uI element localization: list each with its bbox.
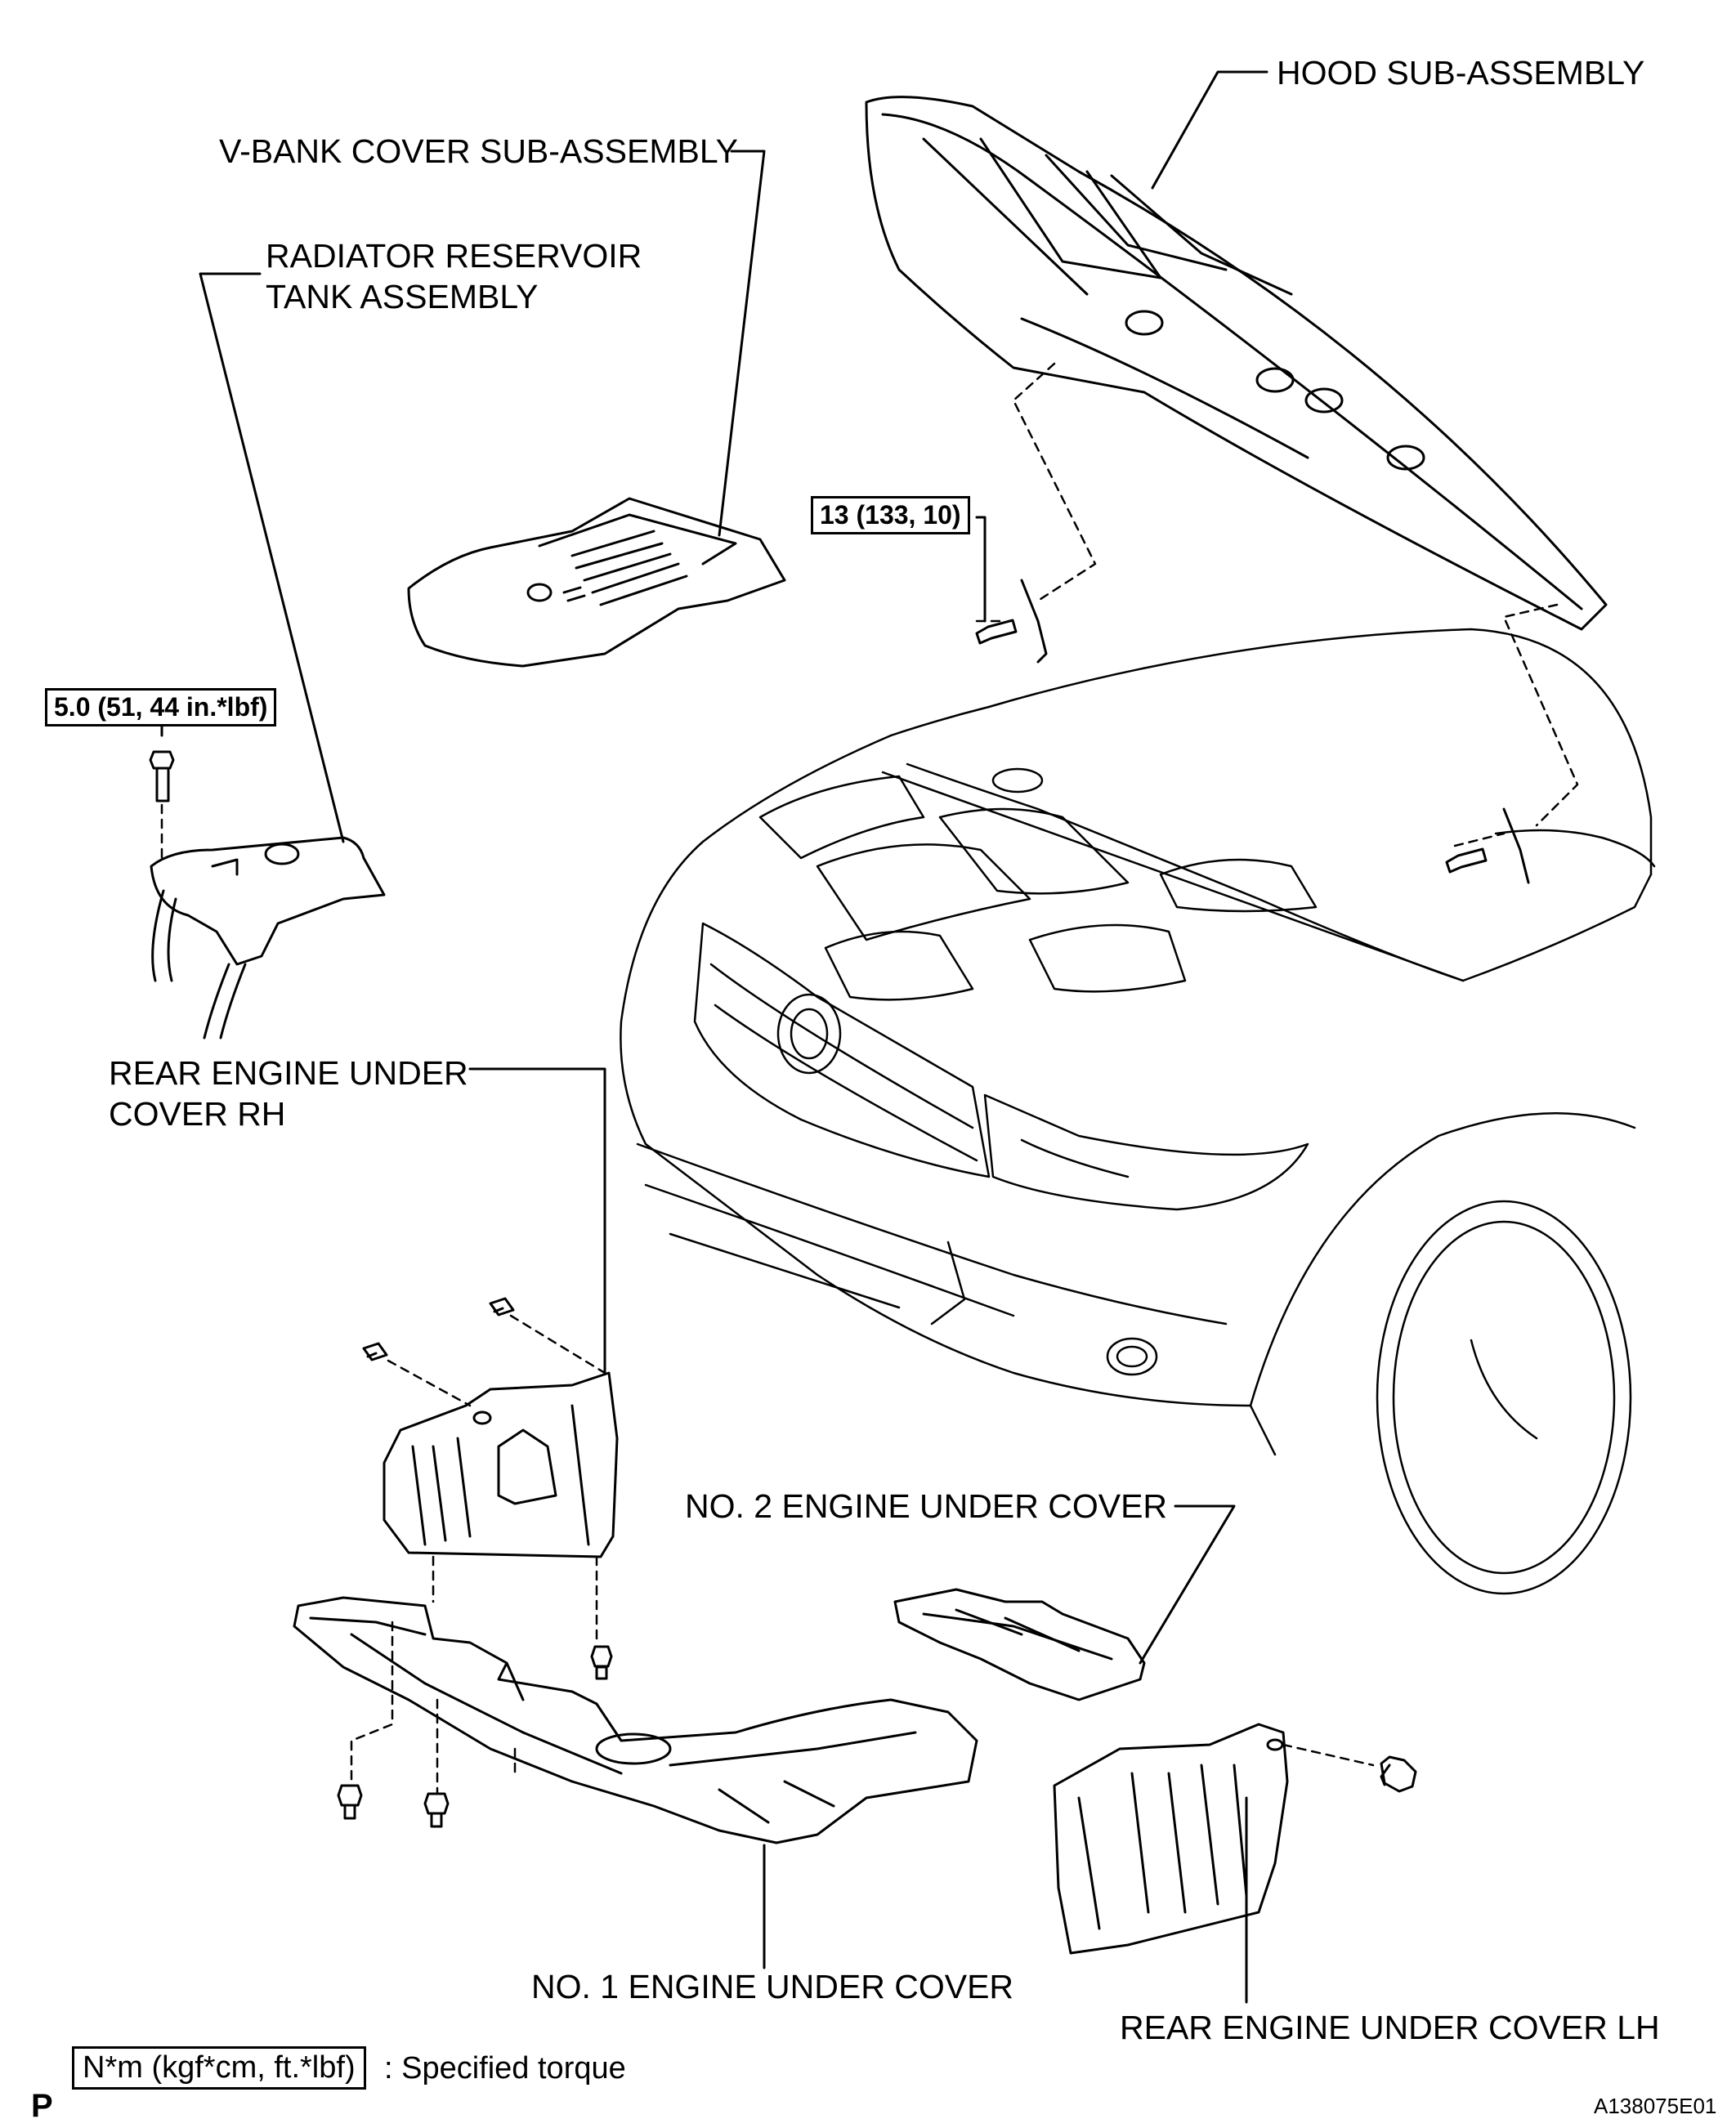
no1-dashed: [350, 1621, 517, 1795]
rear-lh-cover-drawing: [1053, 1723, 1289, 1955]
label-rear-engine-under-cover-lh: REAR ENGINE UNDER COVER LH: [1120, 2009, 1660, 2046]
vehicle-body: [620, 628, 1656, 1595]
torque-hood-bolt: 13 (133, 10): [811, 496, 970, 534]
label-radiator-reservoir-line2: TANK ASSEMBLY: [266, 278, 539, 315]
label-no1-engine-under-cover: NO. 1 ENGINE UNDER COVER: [531, 1968, 1014, 2005]
leader-radiator: [199, 272, 345, 843]
no1-bolts: [337, 1784, 450, 1828]
label-no2-engine-under-cover: NO. 2 ENGINE UNDER COVER: [685, 1487, 1168, 1525]
leader-rear-rh: [468, 1067, 606, 1375]
hood-bolt-2: [1445, 807, 1530, 884]
legend-torque-units: N*m (kgf*cm, ft.*lbf): [72, 2046, 366, 2090]
label-rear-engine-under-cover-rh-line1: REAR ENGINE UNDER: [109, 1054, 468, 1092]
label-vbank-cover: V-BANK COVER SUB-ASSEMBLY: [219, 132, 738, 170]
label-hood-sub-assembly: HOOD SUB-ASSEMBLY: [1277, 54, 1645, 92]
rear-lh-clip: [1380, 1755, 1417, 1793]
leader-vbank: [718, 150, 766, 537]
footer-figure-id: A138075E01: [1594, 2094, 1717, 2118]
vbank-cover-drawing: [407, 497, 786, 668]
rear-lh-dashed: [1282, 1743, 1375, 1767]
rear-rh-dashed: [387, 1314, 606, 1644]
label-radiator-reservoir-line1: RADIATOR RESERVOIR: [266, 237, 642, 275]
no2-cover-drawing: [893, 1588, 1146, 1701]
reservoir-tank-drawing: [150, 836, 386, 1039]
leader-hood: [1151, 70, 1268, 190]
label-rear-engine-under-cover-rh-line2: COVER RH: [109, 1095, 286, 1133]
torque-reservoir-bolt: 5.0 (51, 44 in.*lbf): [45, 688, 277, 726]
reservoir-bolt-drawing: [149, 750, 175, 802]
legend-specified-torque: : Specified torque: [384, 2051, 626, 2086]
hood-bolt-1: [975, 579, 1048, 664]
footer-left-mark: P: [31, 2088, 53, 2124]
rear-rh-lower-bolt: [590, 1645, 613, 1680]
leader-lines: [160, 70, 1268, 2004]
hood-drawing: [865, 96, 1608, 631]
leader-no2: [1139, 1504, 1236, 1665]
rear-rh-bolts: [362, 1297, 515, 1361]
leader-hood-bolt: [975, 516, 987, 623]
hood-dashed-guides: [975, 362, 1579, 847]
rear-rh-cover-drawing: [383, 1371, 619, 1558]
no1-cover-drawing: [293, 1596, 978, 1844]
